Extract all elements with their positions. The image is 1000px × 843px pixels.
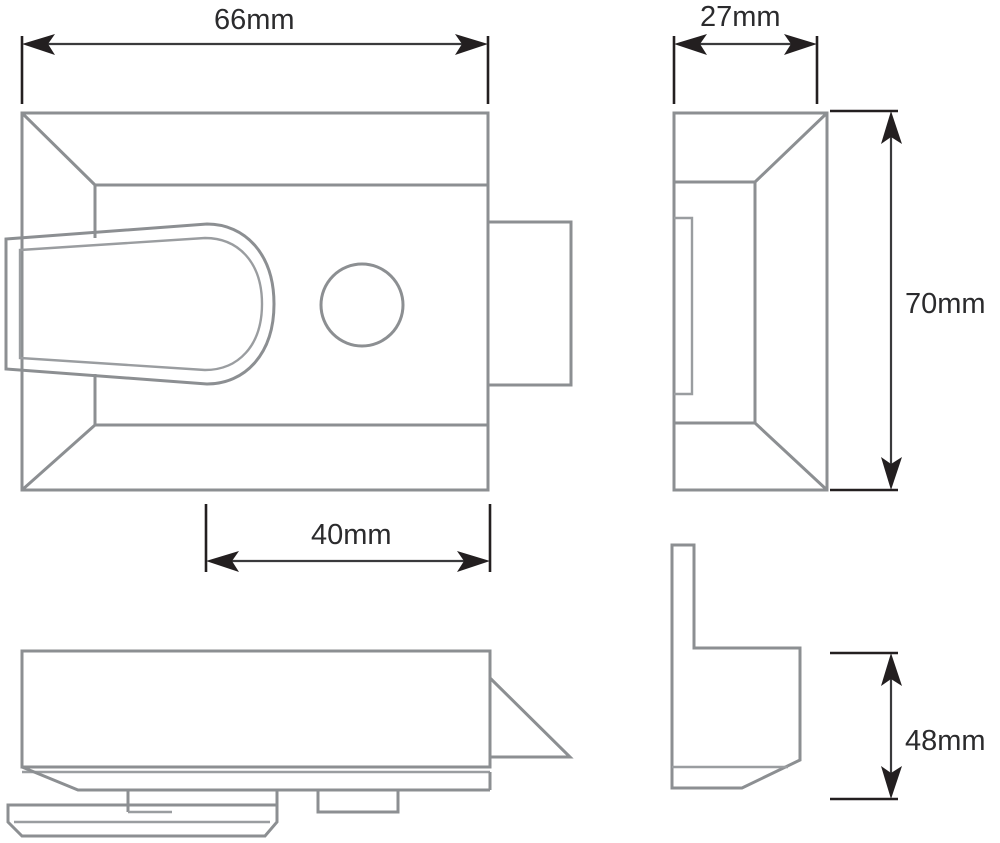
- side-view-top-chamfer: [753, 111, 829, 184]
- top-view-skirt-chamfer: [21, 765, 490, 792]
- dimension-label-27mm: 27mm: [700, 1, 781, 33]
- dim-48mm-arrow-top: [881, 653, 902, 686]
- dim-40mm-arrow-right: [457, 551, 490, 572]
- dimension-48mm-group: [830, 651, 902, 801]
- dimension-40mm-group: [204, 504, 492, 572]
- top-view-mounting-tab-right: [316, 790, 400, 814]
- dim-66mm-arrow-left: [22, 34, 55, 55]
- front-view-bottom-chamfer: [21, 423, 96, 492]
- dimension-70mm-group: [830, 109, 902, 492]
- dimension-66mm-group: [20, 34, 490, 104]
- top-view-group: [6, 649, 574, 838]
- side-view-case-outline: [672, 111, 829, 492]
- top-view-bevel-triangle: [488, 676, 574, 759]
- front-view-cylinder-circle: [319, 262, 405, 348]
- dimension-label-66mm: 66mm: [214, 4, 295, 36]
- side-view-group: [672, 111, 829, 492]
- dimension-label-40mm: 40mm: [311, 519, 392, 551]
- keep-view-group: [670, 543, 802, 790]
- top-view-base-plate: [6, 803, 279, 838]
- dimension-label-70mm: 70mm: [905, 288, 986, 320]
- dim-70mm-arrow-top: [881, 111, 902, 144]
- front-view-top-chamfer: [20, 111, 97, 187]
- dimension-label-48mm: 48mm: [905, 725, 986, 757]
- dim-40mm-arrow-left: [206, 551, 239, 572]
- front-view-latch-bolt: [488, 220, 573, 387]
- dim-66mm-arrow-right: [455, 34, 488, 55]
- side-view-bottom-chamfer: [753, 421, 829, 492]
- front-view-group: [4, 111, 573, 492]
- dim-27mm-arrow-left: [674, 34, 707, 55]
- top-view-case-outline: [20, 649, 492, 769]
- dim-48mm-arrow-bottom: [881, 766, 902, 799]
- front-view-case-outline: [20, 111, 490, 492]
- keep-view-profile-outline: [670, 543, 802, 790]
- front-view-thumbturn-outer: [4, 222, 276, 386]
- dimension-27mm-group: [672, 34, 819, 104]
- dim-70mm-arrow-bottom: [881, 457, 902, 490]
- front-view-thumbturn-inner: [18, 236, 264, 372]
- side-view-inner-slot: [674, 216, 694, 396]
- dim-27mm-arrow-right: [784, 34, 817, 55]
